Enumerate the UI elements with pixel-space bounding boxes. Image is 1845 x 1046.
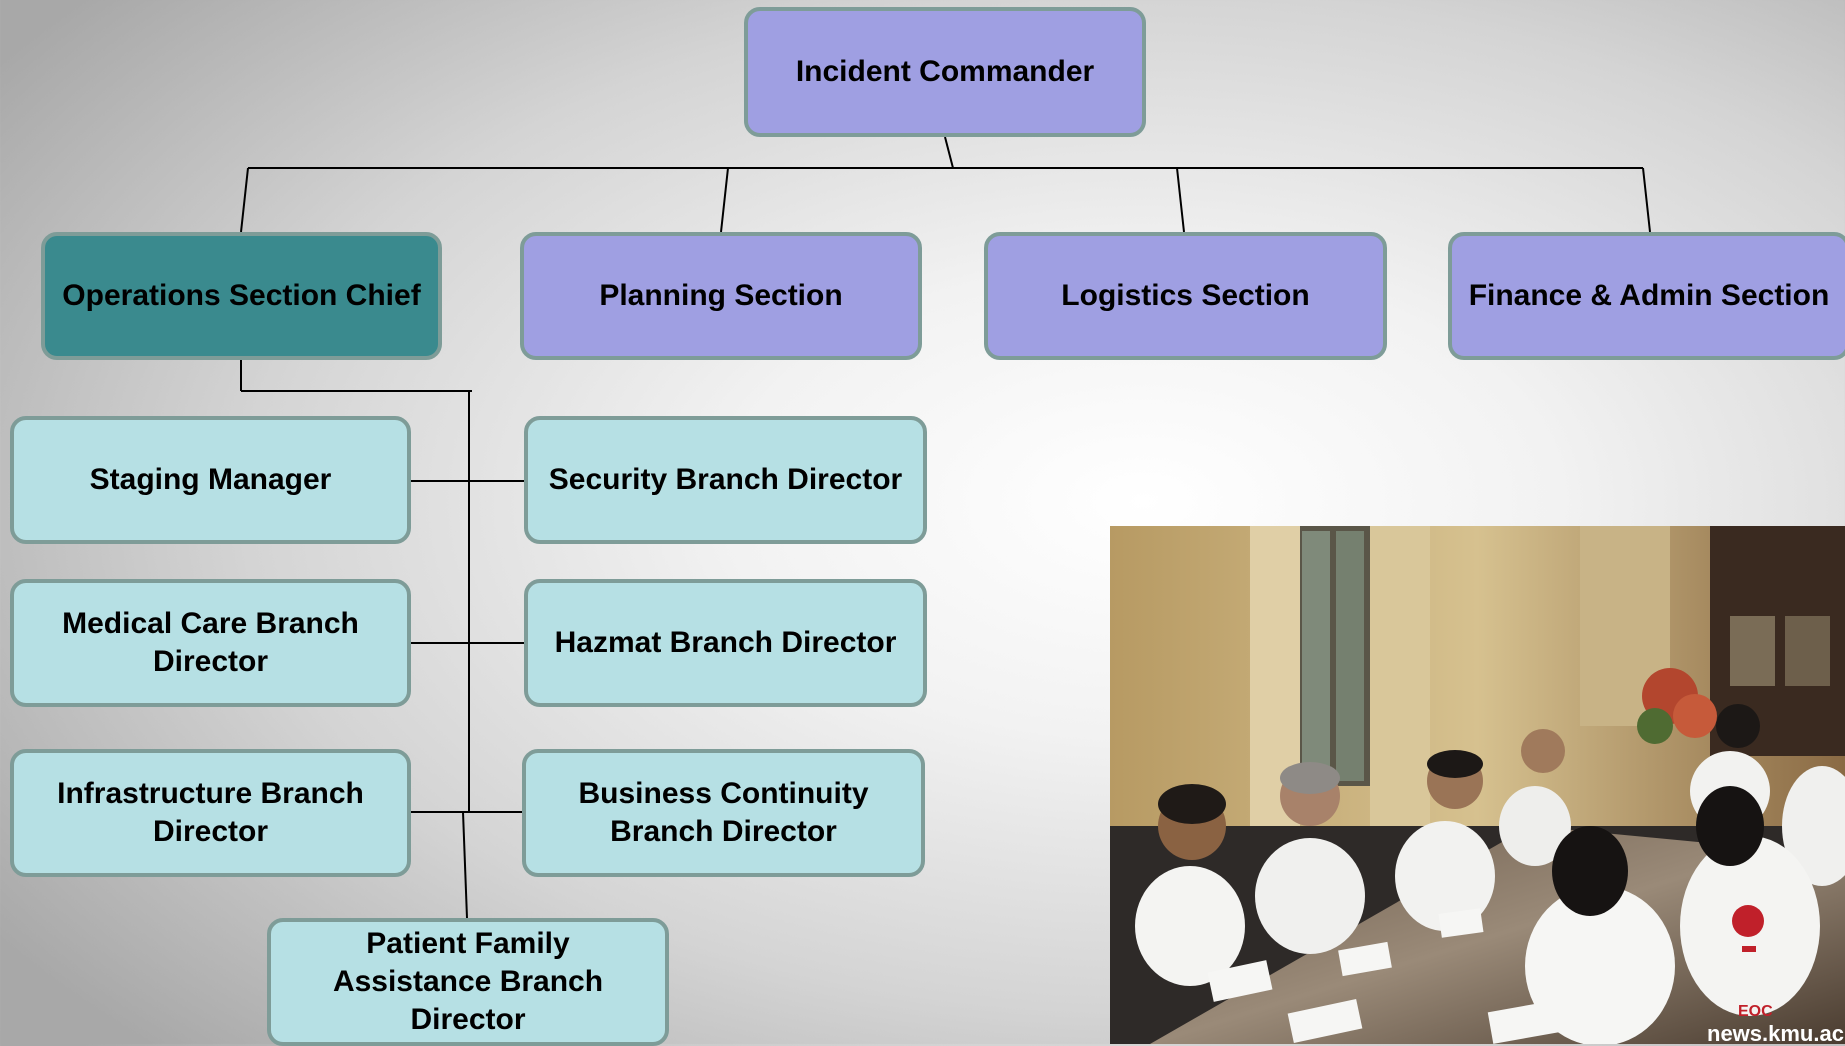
vest-text: EOC <box>1738 1003 1773 1020</box>
operations-section-box: Operations Section Chief <box>41 232 442 360</box>
operations-section-label: Operations Section Chief <box>62 279 421 312</box>
incident-commander-label: Incident Commander <box>795 55 1095 88</box>
finance-admin-section-label: Finance & Admin Section <box>1468 279 1830 312</box>
planning-section-box: Planning Section <box>520 232 922 360</box>
staging-manager-label: Staging Manager <box>89 463 332 496</box>
business-continuity-branch-box: Business Continuity Branch Director <box>522 749 925 877</box>
patient-family-assistance-branch-label: Patient Family Assistance Branch Directo… <box>332 927 604 1036</box>
photo-caption: news.kmu.ac.ir <box>1707 1021 1845 1044</box>
infrastructure-branch-box: Infrastructure Branch Director <box>10 749 411 877</box>
infrastructure-branch-label: Infrastructure Branch Director <box>57 777 364 848</box>
logistics-section-label: Logistics Section <box>1061 279 1310 312</box>
eoc-meeting-photo: EOC news.kmu.ac.ir <box>1110 526 1845 1044</box>
hazmat-branch-label: Hazmat Branch Director <box>554 626 897 659</box>
medical-care-branch-label: Medical Care Branch Director <box>62 607 359 678</box>
logistics-section-box: Logistics Section <box>984 232 1387 360</box>
security-branch-box: Security Branch Director <box>524 416 927 544</box>
security-branch-label: Security Branch Director <box>548 463 903 496</box>
patient-family-assistance-branch-box: Patient Family Assistance Branch Directo… <box>267 918 669 1046</box>
finance-admin-section-box: Finance & Admin Section <box>1448 232 1845 360</box>
business-continuity-branch-label: Business Continuity Branch Director <box>578 777 869 848</box>
staging-manager-box: Staging Manager <box>10 416 411 544</box>
planning-section-label: Planning Section <box>599 279 843 312</box>
medical-care-branch-box: Medical Care Branch Director <box>10 579 411 707</box>
incident-commander-box: Incident Commander <box>744 7 1146 137</box>
hazmat-branch-box: Hazmat Branch Director <box>524 579 927 707</box>
